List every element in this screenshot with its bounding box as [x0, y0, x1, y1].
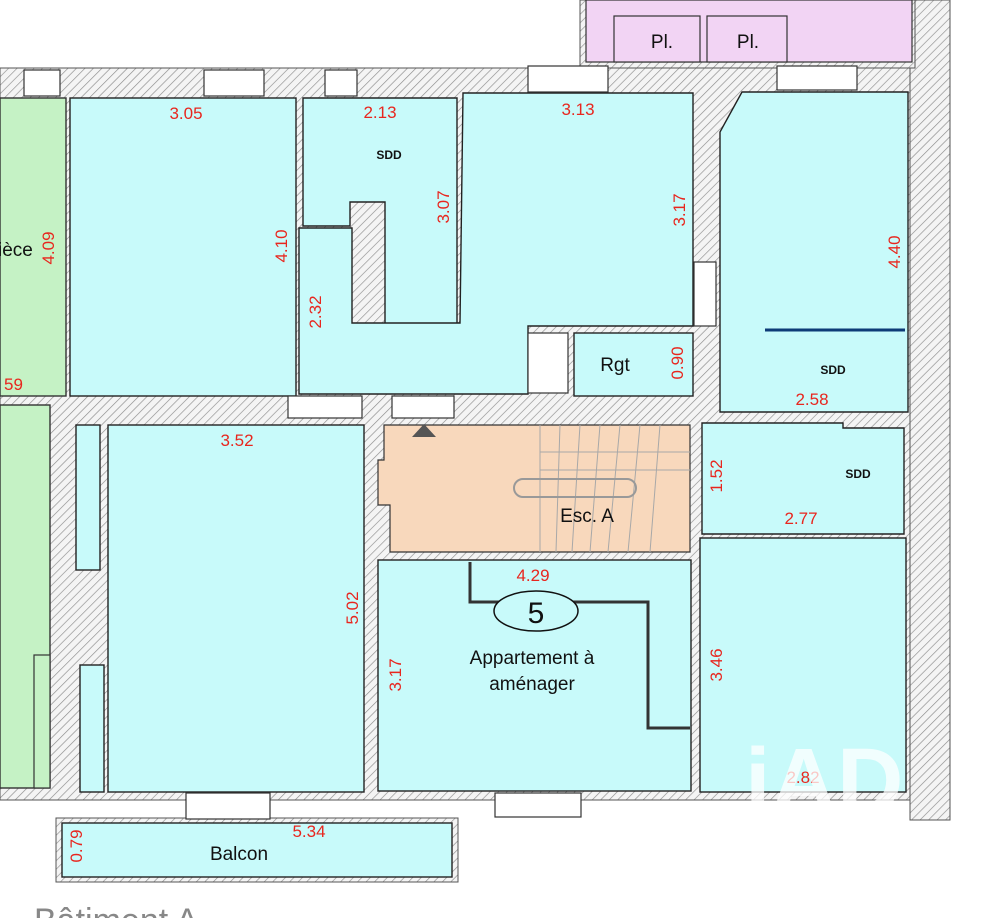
window — [324, 69, 358, 97]
stairs-label: Esc. A — [560, 506, 614, 527]
placard-1 — [613, 15, 701, 63]
stair-handrail — [513, 478, 637, 498]
sdd-top-room — [302, 97, 458, 329]
room-a — [69, 97, 297, 397]
dim-sdd-top-height-2: 2.32 — [306, 295, 325, 328]
dim-right-top-width: 2.58 — [795, 390, 828, 409]
apartment-number: 5 — [528, 597, 545, 630]
apartment-label-line2: aménager — [489, 674, 575, 695]
rgt-label: Rgt — [600, 355, 630, 376]
window — [693, 261, 717, 327]
sdd-top-label: SDD — [376, 148, 402, 162]
dim-sdd-right-width: 2.77 — [784, 509, 817, 528]
right-top-room — [719, 91, 909, 413]
sdd-right-room — [701, 422, 905, 535]
dim-room-c-height: 5.02 — [343, 591, 362, 624]
right-bottom-room — [699, 537, 907, 793]
building-label: Bâtiment A — [34, 902, 199, 918]
dim-balcony-width: 5.34 — [292, 822, 325, 841]
window — [185, 792, 271, 820]
dim-room-b-width: 3.13 — [561, 100, 594, 119]
left-corridor-bottom — [79, 664, 105, 793]
dim-balcony-height: 0.79 — [67, 829, 86, 862]
rgt-room — [573, 332, 694, 397]
room-c — [107, 424, 365, 793]
dim-room-c-width: 3.52 — [220, 431, 253, 450]
balcony — [61, 822, 453, 878]
sdd-right-top-label: SDD — [820, 363, 846, 377]
dim-apartment-width: 4.29 — [516, 566, 549, 585]
dim-rgt-height: 0.90 — [668, 346, 687, 379]
window — [776, 65, 858, 91]
left-room-label: ièce — [0, 240, 33, 261]
dim-room-b-height: 3.17 — [670, 193, 689, 226]
dim-right-bottom-width: 2.82 — [786, 768, 819, 787]
dim-right-bottom-height: 3.46 — [707, 648, 726, 681]
dim-sdd-right-height: 1.52 — [707, 459, 726, 492]
left-green-room-top — [0, 97, 67, 397]
stairs-area — [377, 424, 691, 553]
window — [23, 69, 61, 97]
dim-room-a-width: 3.05 — [169, 104, 202, 123]
apartment-label-line1: Appartement à — [470, 648, 595, 669]
dim-room-a-height: 4.10 — [272, 229, 291, 262]
window — [527, 65, 609, 93]
window — [203, 69, 265, 97]
watermark: iAD — [745, 730, 903, 832]
stair-up-arrow-icon — [412, 424, 436, 437]
window — [494, 792, 582, 818]
left-corridor-top — [75, 424, 101, 571]
placard-2-label: Pl. — [737, 32, 759, 53]
stair-landing — [527, 332, 569, 394]
apartment-boundary — [468, 562, 690, 730]
dim-left-bottom: 59 — [4, 375, 23, 394]
dim-sdd-top-height: 3.07 — [434, 190, 453, 223]
apartment-number-badge — [493, 590, 579, 632]
room-b — [298, 92, 694, 395]
placard-2 — [706, 15, 788, 63]
window — [391, 395, 455, 419]
balcony-label: Balcon — [210, 844, 268, 865]
stair-treads — [539, 424, 690, 553]
sdd-right-label: SDD — [845, 467, 871, 481]
dim-sdd-top-width: 2.13 — [363, 103, 396, 122]
placard-1-label: Pl. — [651, 32, 673, 53]
left-green-inner — [33, 654, 51, 789]
dim-left-height: 4.09 — [39, 231, 58, 264]
left-green-room-bottom — [0, 404, 51, 789]
dim-right-top-height: 4.40 — [885, 235, 904, 268]
window — [287, 395, 363, 419]
dim-apartment-height: 3.17 — [386, 658, 405, 691]
right-outer-wall — [909, 0, 951, 821]
